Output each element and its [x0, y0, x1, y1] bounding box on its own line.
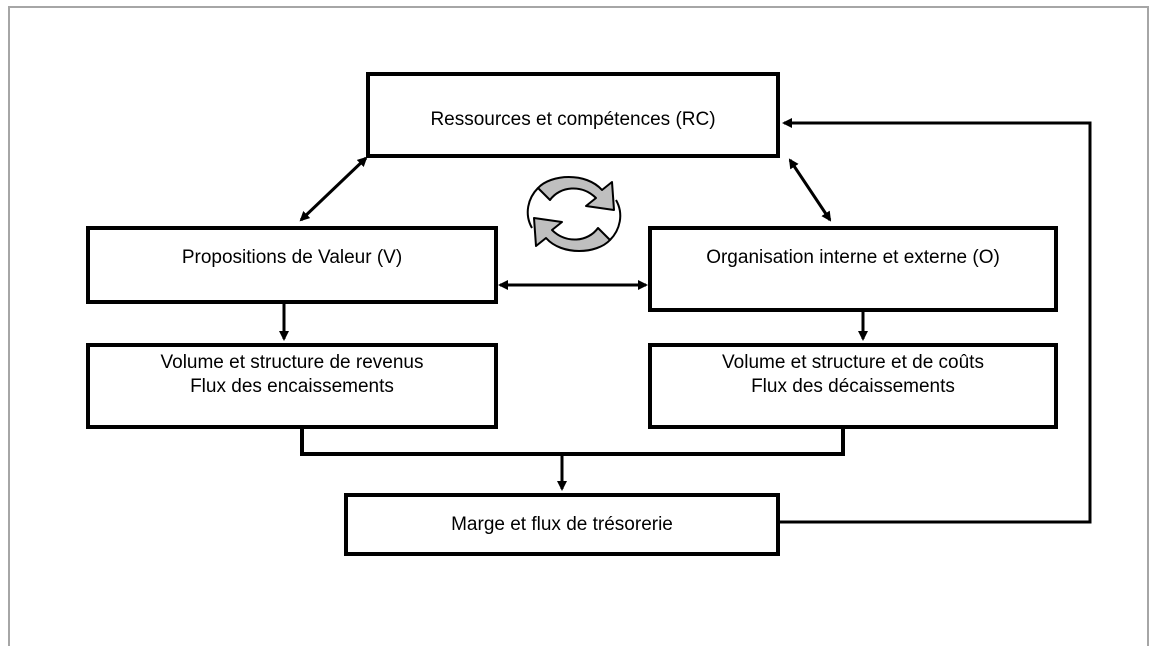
- edge-merge-line: [300, 429, 845, 456]
- node-propositions-valeur: Propositions de Valeur (V): [86, 226, 498, 304]
- diagram-canvas: Ressources et compétences (RC) Propositi…: [8, 6, 1149, 646]
- edge-rc-v: [299, 156, 368, 222]
- node-o-label: Organisation interne et externe (O): [706, 247, 1000, 268]
- node-couts-line1: Volume et structure et de coûts: [722, 352, 984, 373]
- node-revenus-line2: Flux des encaissements: [190, 376, 394, 397]
- node-marge-tresorerie: Marge et flux de trésorerie: [344, 493, 780, 556]
- node-ressources-competences: Ressources et compétences (RC): [366, 72, 780, 158]
- edge-rc-o: [788, 158, 832, 222]
- connector-layer: [279, 118, 1092, 524]
- node-couts-line2: Flux des décaissements: [751, 376, 955, 397]
- refresh-cycle-icon: [526, 176, 622, 252]
- node-couts: Volume et structure et de coûts Flux des…: [648, 343, 1058, 429]
- node-rc-label: Ressources et compétences (RC): [430, 109, 716, 130]
- node-revenus: Volume et structure de revenus Flux des …: [86, 343, 498, 429]
- edge-feedback-marge-rc: [780, 118, 1092, 524]
- figure-frame: [8, 6, 1149, 646]
- node-revenus-line1: Volume et structure de revenus: [160, 352, 424, 373]
- node-organisation: Organisation interne et externe (O): [648, 226, 1058, 312]
- node-v-label: Propositions de Valeur (V): [181, 247, 403, 268]
- node-marge-label: Marge et flux de trésorerie: [451, 514, 673, 535]
